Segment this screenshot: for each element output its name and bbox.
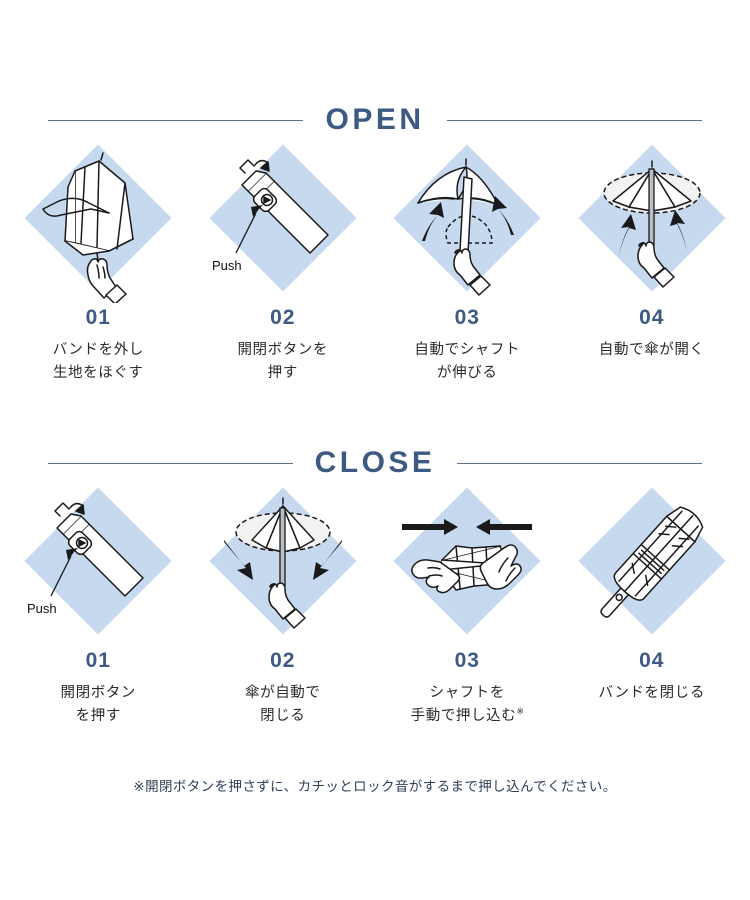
caption-line: シャフトを [429, 685, 505, 701]
caption-line: 自動でシャフト [414, 342, 521, 358]
umbrella-opening-art [603, 159, 701, 288]
section-header-close: CLOSE [0, 443, 750, 483]
right-hand [479, 543, 523, 590]
step-close-02: 02 傘が自動で 閉じる [191, 483, 376, 729]
step-number: 03 [454, 306, 480, 329]
illustration-shaft-extending-arrows [377, 140, 557, 305]
steps-close: Push 01 開閉ボタン を押す [0, 483, 750, 729]
step-caption: 自動でシャフト が伸びる [414, 339, 520, 386]
two-hands-push-art [402, 518, 533, 593]
illustration-handle-push-button: Push [8, 483, 188, 648]
caption-line: バンドを外し [52, 342, 144, 358]
left-hand [411, 558, 461, 593]
section-close: CLOSE [0, 443, 750, 729]
caption-line: バンドを閉じる [598, 685, 705, 701]
caption-line: 自動で傘が開く [598, 342, 705, 358]
step-open-01: 01 バンドを外し 生地をほぐす [6, 140, 191, 386]
handle-push-button-art: Push [27, 501, 144, 616]
caption-line: 押す [267, 365, 298, 382]
illustration-two-hands-push-shaft [377, 483, 557, 648]
illustration-folded-umbrella-band-release [8, 140, 188, 305]
step-open-03: 03 自動でシャフト が伸びる [375, 140, 560, 386]
push-label: Push [27, 601, 57, 616]
step-close-03: 03 シャフトを 手動で押し込む※ [375, 483, 560, 729]
step-caption: 傘が自動で 閉じる [245, 682, 321, 729]
header-rule-left [48, 462, 293, 464]
step-number: 01 [85, 649, 111, 672]
shaft [279, 506, 286, 587]
header-rule-right [457, 462, 703, 464]
caption-line-with-note: 手動で押し込む※ [411, 705, 524, 728]
umbrella-closing-art [223, 496, 342, 629]
step-number: 02 [270, 306, 296, 329]
folded-umbrella-banded-art [600, 505, 704, 618]
steps-open: 01 バンドを外し 生地をほぐす [0, 140, 750, 386]
caption-line: が伸びる [437, 365, 498, 382]
step-caption: バンドを外し 生地をほぐす [53, 339, 144, 386]
step-close-04: 04 バンドを閉じる [560, 483, 745, 729]
straight-arrows [618, 209, 687, 255]
step-caption: 開閉ボタンを 押す [237, 339, 328, 386]
section-open: OPEN [0, 100, 750, 386]
caption-line: 生地をほぐす [52, 365, 144, 382]
step-caption: 自動で傘が開く [599, 339, 705, 362]
opposing-arrows [402, 518, 533, 535]
step-number: 01 [85, 306, 111, 329]
step-number: 02 [270, 649, 296, 672]
header-rule-left [48, 119, 304, 121]
push-leader-line [50, 555, 72, 596]
illustration-umbrella-closing-arrows [193, 483, 373, 648]
header-rule-right [446, 119, 702, 121]
push-arrowhead [66, 547, 79, 560]
step-close-01: Push 01 開閉ボタン を押す [6, 483, 191, 729]
section-title-open: OPEN [325, 103, 425, 136]
push-arrowhead [250, 204, 263, 217]
shaft [648, 167, 655, 246]
caption-line: 閉じる [260, 708, 306, 725]
step-number: 04 [639, 649, 665, 672]
section-header-open: OPEN [0, 100, 750, 140]
step-caption: シャフトを 手動で押し込む※ [411, 682, 524, 729]
footnote-wrapper: ※開閉ボタンを押さずに、カチッとロック音がするまで押し込んでください。 [0, 775, 750, 795]
step-open-04: 04 自動で傘が開く [560, 140, 745, 386]
illustration-handle-push-button: Push [193, 140, 373, 305]
footnote-text: ※開閉ボタンを押さずに、カチッとロック音がするまで押し込んでください。 [133, 779, 617, 795]
section-title-close: CLOSE [314, 446, 436, 479]
caption-line: 傘が自動で [245, 685, 321, 701]
illustration-umbrella-opening-arrows [562, 140, 742, 305]
curved-arrows [422, 195, 515, 241]
step-number: 03 [454, 649, 480, 672]
step-caption: 開閉ボタン を押す [61, 682, 137, 729]
illustration-folded-umbrella-banded [562, 483, 742, 648]
caption-line: を押す [75, 708, 121, 725]
down-arrows [223, 539, 342, 580]
umbrella-band-release-art [42, 151, 134, 303]
caption-superscript-mark: ※ [516, 707, 524, 718]
caption-line: 開閉ボタン [60, 685, 136, 701]
step-number: 04 [639, 306, 665, 329]
handle-push-button-art: Push [212, 158, 329, 273]
caption-line: 手動で押し込む [410, 708, 517, 725]
shaft-extending-art [417, 157, 515, 296]
step-open-02: Push 02 開閉ボタンを 押す [191, 140, 376, 386]
push-leader-line [235, 212, 257, 253]
caption-line: 開閉ボタンを [237, 342, 329, 358]
push-label: Push [212, 258, 242, 273]
step-caption: バンドを閉じる [599, 682, 705, 705]
